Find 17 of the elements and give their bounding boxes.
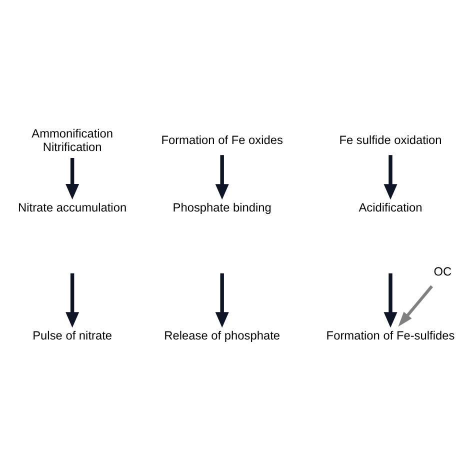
node-text: Release of phosphate: [164, 328, 280, 342]
arrow: [215, 272, 229, 328]
node-text: Pulse of nitrate: [32, 328, 112, 342]
node-text: Acidification: [358, 200, 422, 214]
node-text: Phosphate binding: [172, 200, 272, 214]
arrow: [398, 284, 433, 326]
arrow: [66, 158, 80, 199]
node-text: Fe sulfide oxidation: [339, 132, 442, 147]
node-text: OC: [434, 264, 452, 278]
node-text: Formation of Fe-sulfides: [326, 328, 455, 342]
node-text: Ammonification Nitrification: [32, 126, 114, 154]
node-text: Nitrate accumulation: [18, 200, 127, 214]
node-text: Formation of Fe oxides: [161, 132, 283, 147]
arrow: [66, 272, 80, 328]
arrow: [384, 272, 398, 328]
arrow: [384, 154, 398, 200]
arrow: [215, 154, 229, 200]
